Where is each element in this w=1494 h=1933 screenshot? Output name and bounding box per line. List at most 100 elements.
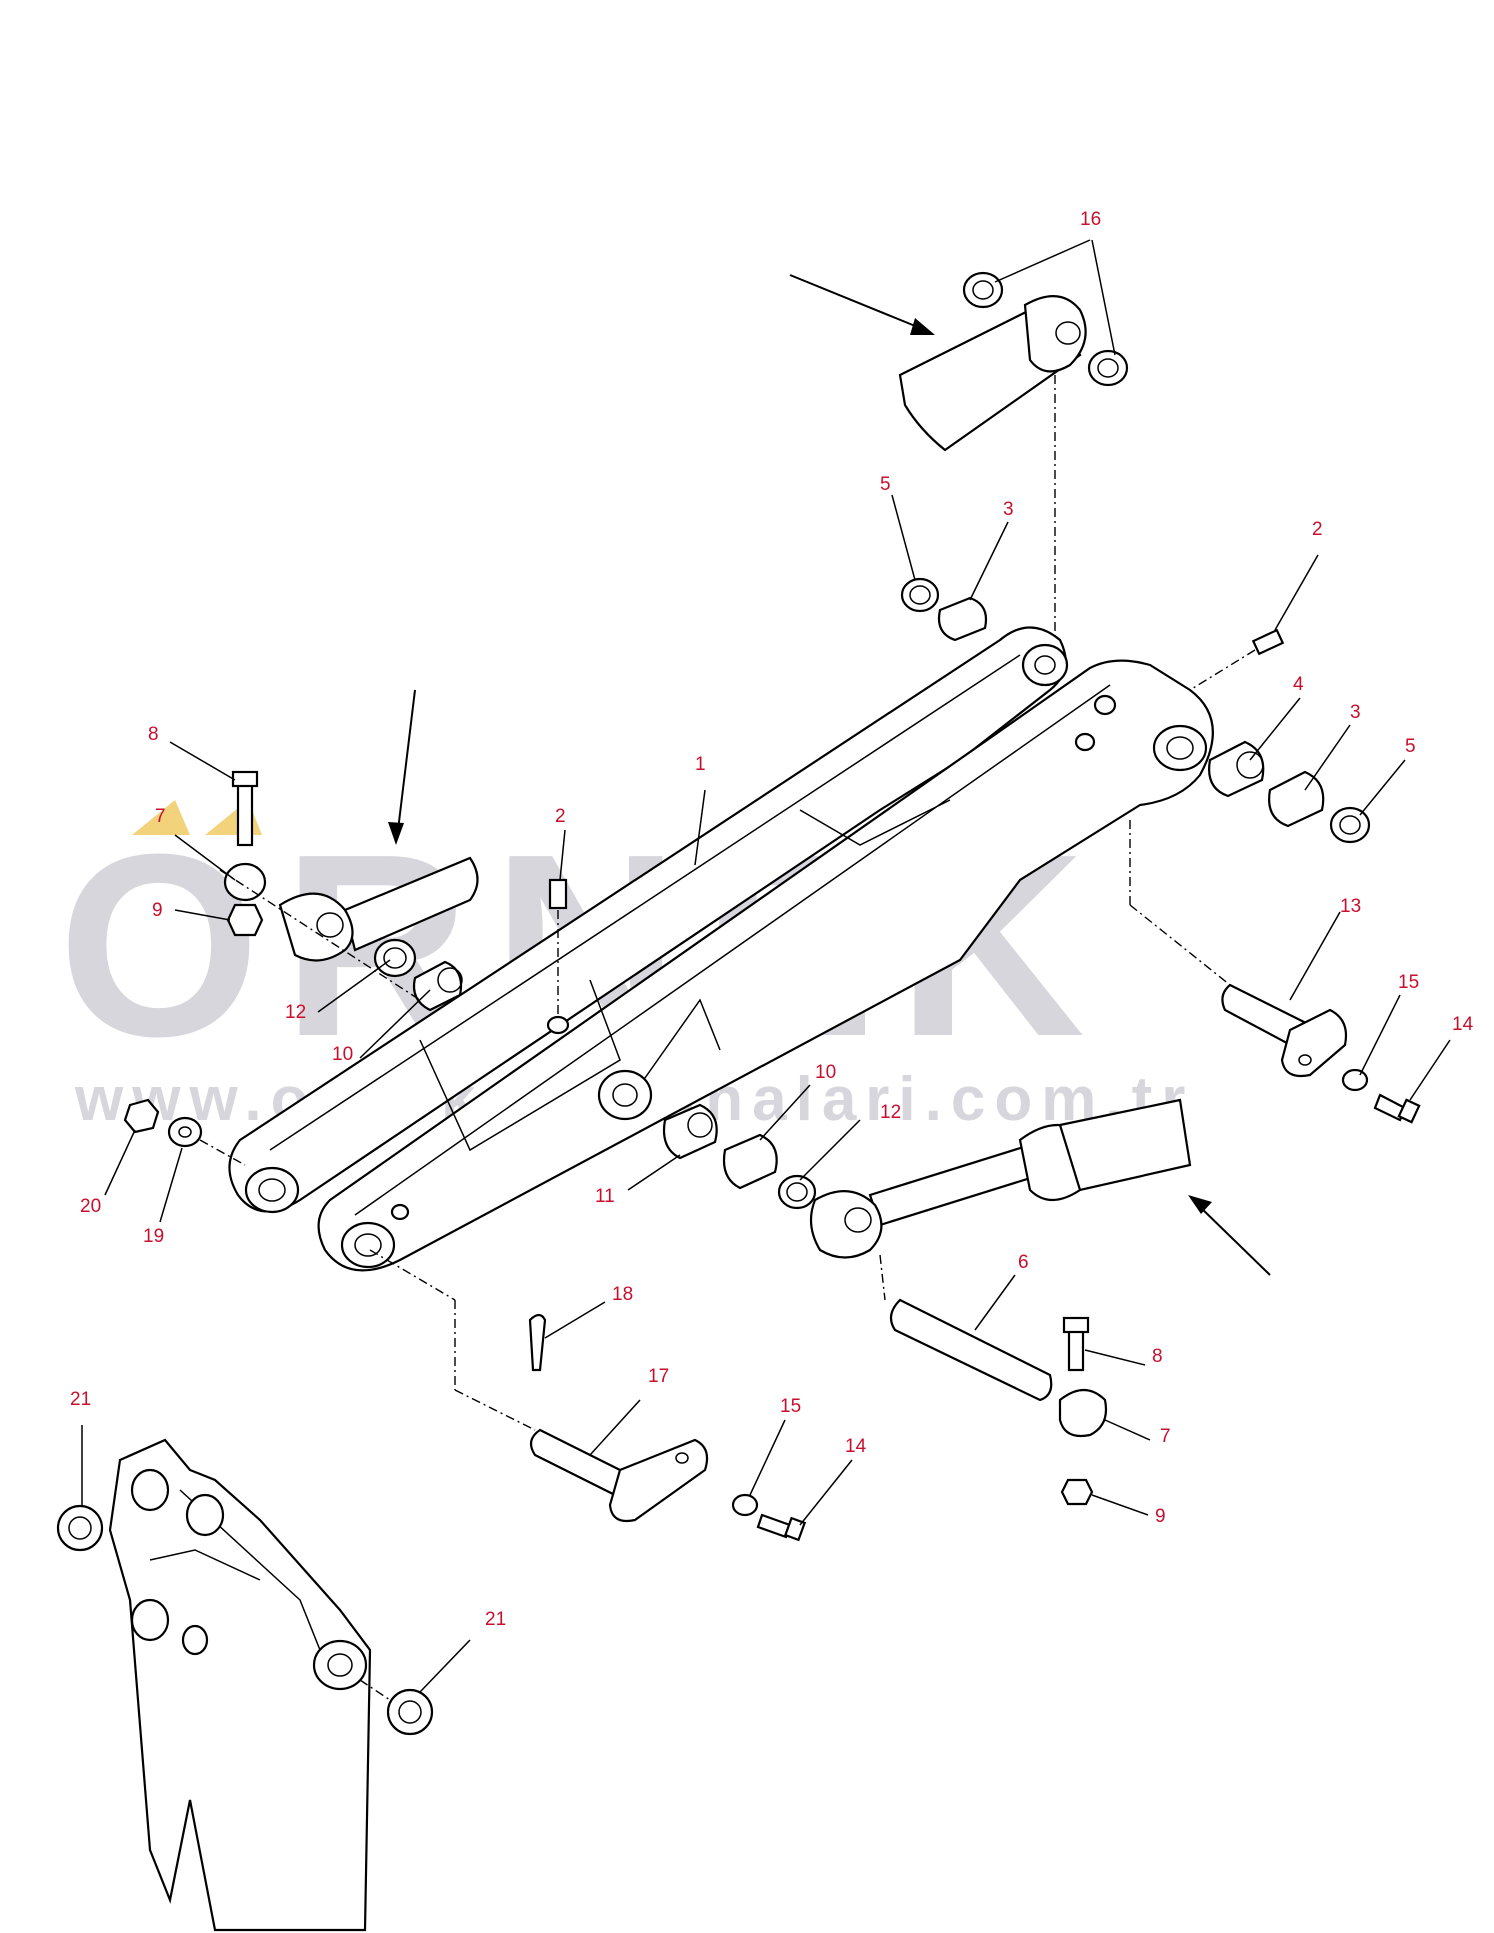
bushing-left-large-eye [316,912,344,938]
grease-nipple-center [546,878,570,1035]
washer-19-hole [178,1126,192,1138]
bushing-4-right [1208,740,1265,798]
boom-inner-line-1 [269,654,1021,1151]
label-part-2: 2 [555,806,566,827]
cylinder-top-eye [1055,321,1081,345]
cylinder-left-rod [343,856,479,952]
washer-15-center [731,1493,759,1517]
bracket-center-line [359,1679,391,1701]
cylinder-left-arrowhead [388,822,404,845]
bolt-8-left [236,778,254,847]
boom-eye-right [1152,724,1208,772]
pin-17-plate [608,1438,709,1523]
boom-grease-boss [1074,732,1096,752]
pin-13-plate-hole [1298,1054,1312,1066]
label-part-4: 4 [1293,674,1304,695]
bushing-3-top [937,596,988,642]
pin-17-center-line [369,1249,456,1301]
bracket-pivot-inner [327,1653,353,1677]
label-part-12: 12 [285,1002,306,1023]
label-part-16: 16 [1080,209,1101,230]
cylinder-top-arrowhead [910,318,935,335]
pin-6 [889,1298,1053,1402]
part-labels: 1 2 2 3 3 4 5 5 6 7 7 8 8 9 9 10 10 11 1… [70,209,1474,1630]
leader-lines [81,239,1451,1693]
label-part-1: 1 [695,754,706,775]
grease-right-line [1189,649,1256,691]
left-end-center-line [199,1139,246,1166]
boom-mid-bushing-inner [612,1083,638,1107]
label-part-6: 6 [1018,1252,1029,1273]
pin-13-plate [1280,1008,1348,1078]
leader-14-center [799,1459,853,1526]
bolt-8-left-head [231,770,259,788]
leader-20 [104,1129,136,1196]
leader-2-right [1274,554,1319,631]
boom-eye-left-lower [340,1221,396,1269]
leader-2-center [559,829,566,881]
pin-13-group [1129,904,1421,1124]
label-part-19: 19 [143,1226,164,1247]
label-part-10: 10 [815,1062,836,1083]
label-part-15: 15 [1398,972,1419,993]
label-part-9: 9 [152,900,163,921]
seal-5-right-inner [1339,815,1361,835]
cylinder-left-arrow [397,689,416,831]
grease-nipple-2-center [548,878,568,910]
washer-21-top-hole [68,1516,92,1540]
cylinder-lower-barrel [1058,1098,1192,1192]
cylinder-lower-arrowhead [1188,1195,1212,1214]
leader-7-right [1104,1419,1151,1441]
cylinder-top-arrow [789,274,926,331]
mounting-bracket-body [108,1438,372,1932]
boom-eye-left-upper [244,1166,300,1214]
leader-16-right [1091,239,1116,356]
washer-16-right [1087,349,1129,387]
cylinder-lower-rod-eye-hole [844,1207,872,1233]
leader-3-top [969,521,1009,601]
leader-19 [159,1147,183,1223]
label-part-21: 21 [70,1389,91,1410]
label-part-13: 13 [1340,896,1361,917]
leader-17 [589,1399,641,1456]
washer-15-right [1341,1068,1369,1092]
label-part-20: 20 [80,1196,101,1217]
label-part-7: 7 [155,806,166,827]
label-part-8: 8 [1152,1346,1163,1367]
label-part-12: 12 [880,1102,901,1123]
left-end-hardware [123,1098,246,1166]
boom-bushing-top [1021,643,1069,687]
washer-21-bottom-hole [398,1700,422,1724]
grease-nipple-2-base [546,1015,570,1035]
cylinder-left [219,689,479,1012]
leader-16-left [994,239,1091,283]
label-part-18: 18 [612,1284,633,1305]
leader-10-left [359,989,431,1059]
nut-9-right [1060,1478,1094,1506]
bracket-pivot [312,1639,368,1691]
boom-eye-left-upper-inner [258,1178,286,1202]
cylinder-lower [809,1098,1271,1301]
left-center-line [219,869,421,1001]
label-part-11: 11 [595,1186,615,1207]
leader-5-top [891,494,916,581]
bolt-14-center [756,1513,792,1539]
pin-17-group [369,1249,807,1542]
washer-16-left [962,271,1004,309]
clamp-7-right [1058,1388,1108,1438]
right-top-pin-parts [900,577,1371,905]
pin-6-group [889,1298,1108,1506]
label-part-5: 5 [1405,736,1416,757]
boom-eye-right-inner [1166,736,1194,760]
bolt-14-right-head [1397,1098,1421,1124]
label-part-7: 7 [1160,1426,1171,1447]
seal-5-top-inner [909,585,931,605]
cylinder-top [789,271,1129,640]
leader-13 [1289,911,1341,1001]
bolt-14-right [1373,1093,1407,1122]
label-part-5: 5 [880,474,891,495]
boom-small-hole-left [390,1203,410,1221]
bracket-eye-4 [181,1624,209,1656]
boom-brace [639,998,721,1086]
